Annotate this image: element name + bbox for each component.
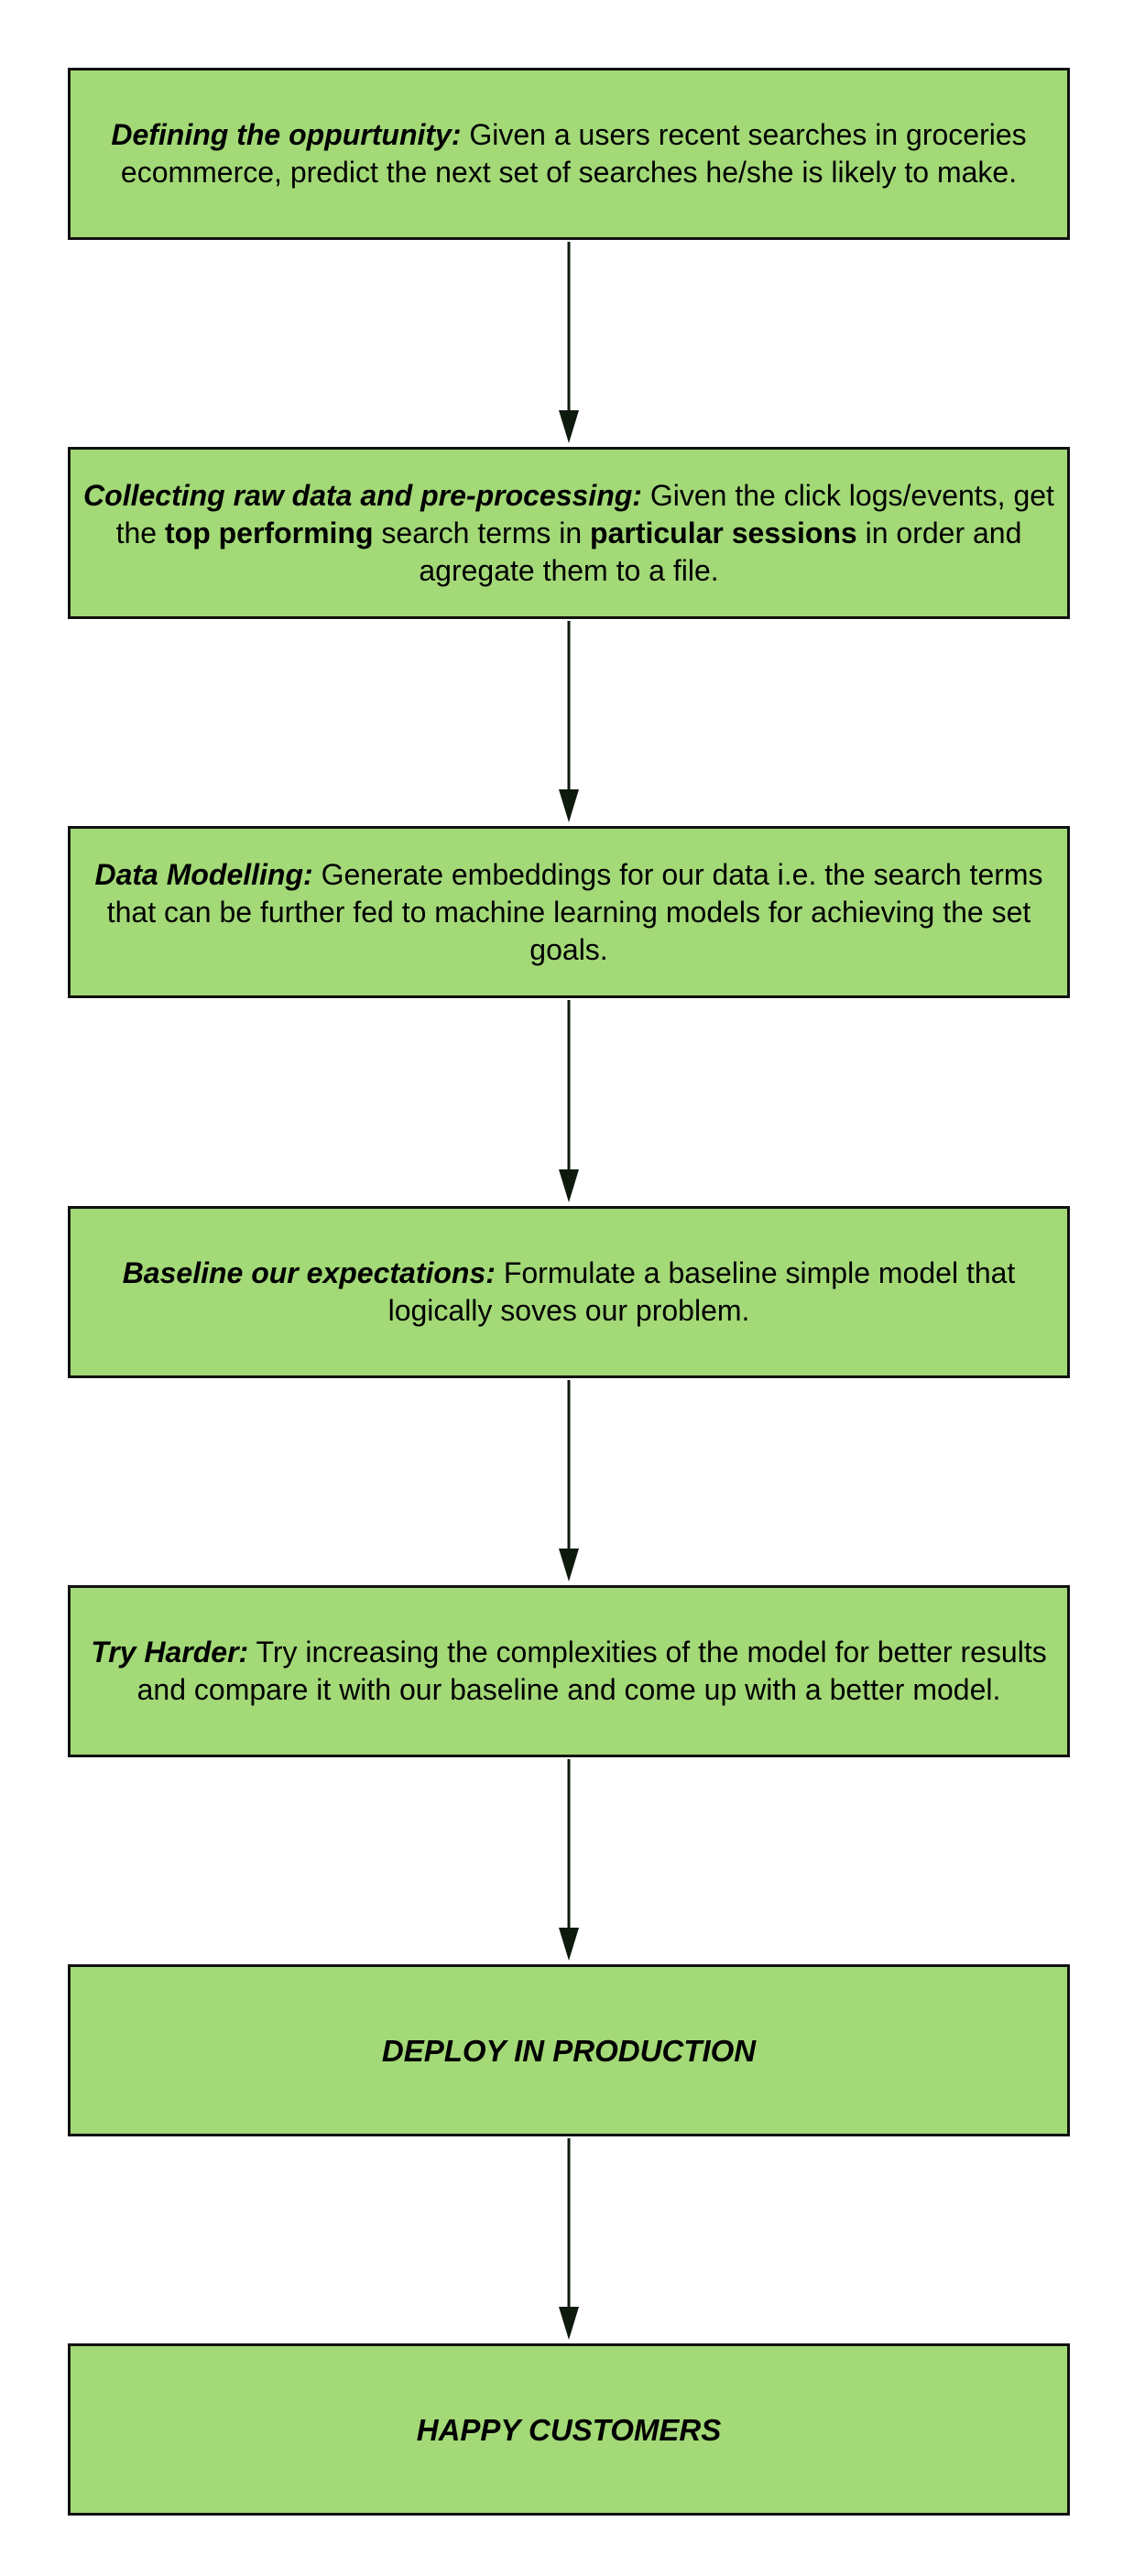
step-heading: Try Harder: <box>91 1636 249 1668</box>
emphasis-particular-sessions: particular sessions <box>590 516 857 549</box>
emphasis-top-performing: top performing <box>164 516 374 549</box>
step-data-modelling: Data Modelling: Generate embeddings for … <box>68 826 1070 998</box>
step-description: Given a users recent searches in groceri… <box>120 118 1027 189</box>
step-heading: Data Modelling: <box>94 857 313 891</box>
arrow-1-to-2 <box>559 242 579 443</box>
arrow-head <box>559 2307 579 2340</box>
step-happy-customers: HAPPY CUSTOMERS <box>68 2343 1070 2516</box>
step-text: Collecting raw data and pre-processing: … <box>82 477 1056 590</box>
step-text: Defining the oppurtunity: Given a users … <box>82 116 1056 191</box>
step-heading: Baseline our expectations: <box>122 1256 496 1289</box>
step-description-part: Given the click logs/events, get the <box>115 478 1054 549</box>
arrow-6-to-7 <box>559 2138 579 2340</box>
step-description: Generate embeddings for our data i.e. th… <box>106 857 1043 966</box>
arrow-head <box>559 1169 579 1202</box>
arrow-5-to-6 <box>559 1759 579 1961</box>
arrow-head <box>559 1549 579 1581</box>
step-description-part: in order and agregate them to a file. <box>419 516 1022 587</box>
step-define-opportunity: Defining the oppurtunity: Given a users … <box>68 68 1070 240</box>
step-text: Baseline our expectations: Formulate a b… <box>82 1255 1056 1330</box>
step-heading: Collecting raw data and pre-processing: <box>83 478 642 512</box>
step-collect-data: Collecting raw data and pre-processing: … <box>68 447 1070 619</box>
arrow-head <box>559 1928 579 1961</box>
arrow-4-to-5 <box>559 1380 579 1581</box>
step-text: Try Harder: Try increasing the complexit… <box>82 1634 1056 1709</box>
arrow-3-to-4 <box>559 1000 579 1202</box>
arrow-head <box>559 789 579 822</box>
step-description: Try increasing the complexities of the m… <box>136 1636 1047 1706</box>
step-deploy: DEPLOY IN PRODUCTION <box>68 1964 1070 2136</box>
step-description: Formulate a baseline simple model that l… <box>387 1256 1016 1327</box>
arrow-2-to-3 <box>559 621 579 822</box>
step-baseline: Baseline our expectations: Formulate a b… <box>68 1206 1070 1378</box>
step-text: Data Modelling: Generate embeddings for … <box>82 856 1056 969</box>
step-heading: Defining the oppurtunity: <box>111 118 462 151</box>
step-description-part: search terms in <box>373 516 591 549</box>
step-try-harder: Try Harder: Try increasing the complexit… <box>68 1585 1070 1757</box>
step-heading: DEPLOY IN PRODUCTION <box>381 2033 757 2068</box>
arrow-head <box>559 410 579 443</box>
step-heading: HAPPY CUSTOMERS <box>416 2412 722 2447</box>
